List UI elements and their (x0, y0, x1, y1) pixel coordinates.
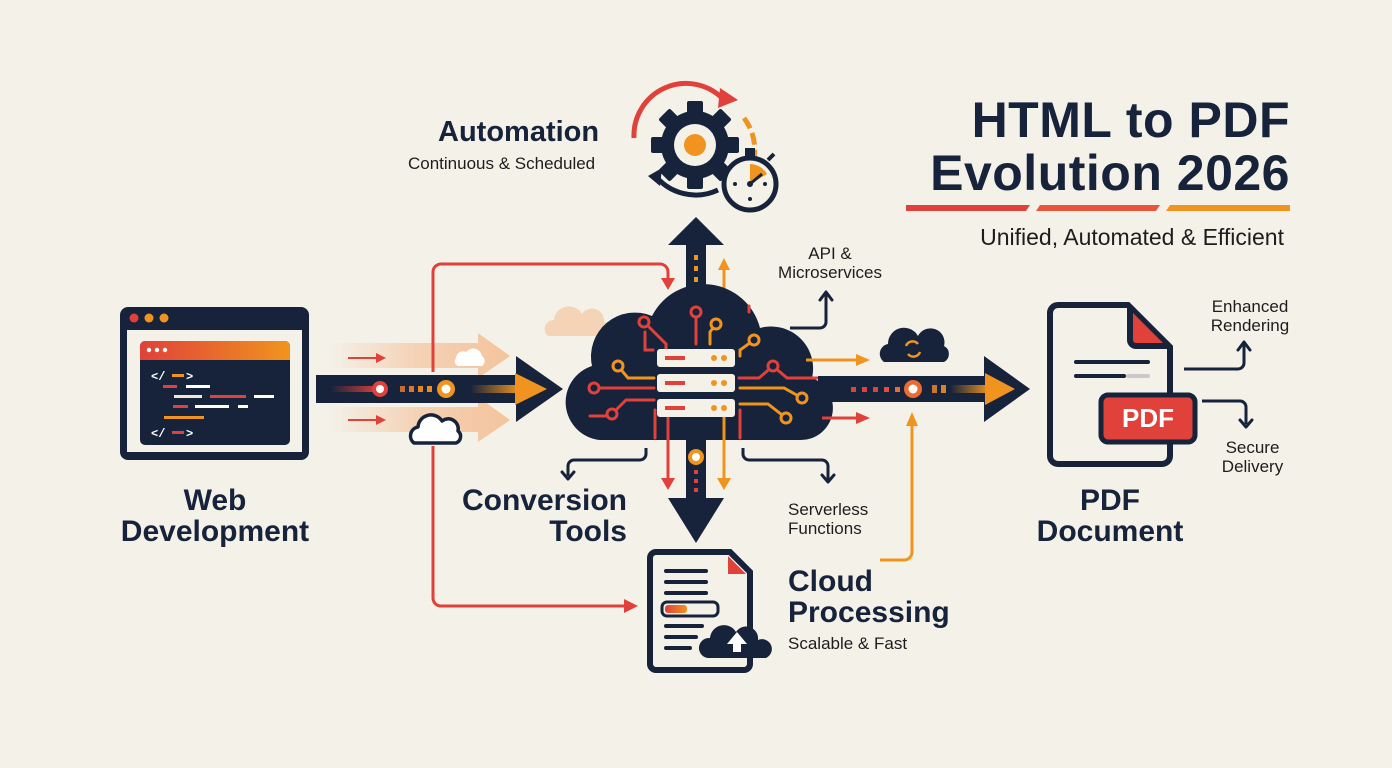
secure-line2: Delivery (1221, 457, 1284, 476)
secure-line1: Secure (1225, 438, 1280, 457)
document-cloud-upload-icon (647, 549, 772, 673)
cloud-processing-subtitle: Scalable & Fast (788, 634, 908, 653)
web-development-line2: Development (120, 515, 310, 548)
cloud-processing-label: Cloud Processing (788, 566, 950, 628)
main-arrow-left (316, 356, 563, 422)
cloud-processing-line2: Processing (788, 596, 950, 629)
enhanced-rendering-label: Enhanced Rendering (1195, 297, 1305, 335)
page-title-line2: Evolution 2026 (930, 145, 1290, 201)
pdf-document-label: PDF Document (1010, 485, 1210, 547)
api-label-line2: Microservices (778, 263, 882, 282)
pdf-document-line1: PDF (1080, 484, 1140, 517)
serverless-line2: Functions (788, 519, 862, 538)
serverless-line1: Serverless (788, 500, 869, 519)
pdf-badge: PDF (1122, 403, 1174, 433)
conversion-tools-label: Conversion Tools (440, 485, 627, 547)
api-microservices-label: API & Microservices (770, 244, 890, 282)
right-feeder-arrows (806, 354, 918, 562)
cloud-sync-icon (879, 327, 949, 362)
svg-text:>: > (186, 370, 193, 384)
branch-arrows (566, 294, 1248, 480)
web-development-label: Web Development (110, 485, 320, 547)
page-title-line1: HTML to PDF (971, 92, 1290, 148)
pdf-file-icon (1047, 302, 1198, 467)
automation-subtitle: Continuous & Scheduled (408, 154, 596, 173)
ghost-cloud (544, 306, 611, 336)
conversion-tools-line2: Tools (549, 515, 627, 548)
enhanced-line1: Enhanced (1211, 297, 1289, 316)
svg-text:</: </ (151, 427, 165, 441)
cloud-processing-line1: Cloud (788, 565, 873, 598)
main-arrow-right (818, 356, 1030, 422)
branch-arrowheads (560, 290, 1254, 484)
red-connector-lines (431, 262, 670, 608)
svg-text:</: </ (151, 370, 165, 384)
code-browser-icon: </ > </ > (120, 307, 309, 460)
cloud-server-icon (565, 284, 833, 442)
automation-title: Automation (438, 116, 600, 148)
enhanced-line2: Rendering (1210, 316, 1290, 335)
page-subtitle: Unified, Automated & Efficient (980, 224, 1284, 250)
cloud-outline-icon (408, 413, 463, 445)
secure-delivery-label: Secure Delivery (1200, 438, 1305, 476)
conversion-tools-line1: Conversion (461, 484, 627, 517)
web-development-line1: Web (183, 484, 247, 517)
title-underline (906, 205, 1290, 211)
api-label-line1: API & (808, 244, 852, 263)
gear-stopwatch-icon (631, 80, 779, 213)
svg-text:>: > (186, 427, 193, 441)
pdf-document-line2: Document (1036, 515, 1184, 548)
serverless-functions-label: Serverless Functions (788, 500, 868, 538)
